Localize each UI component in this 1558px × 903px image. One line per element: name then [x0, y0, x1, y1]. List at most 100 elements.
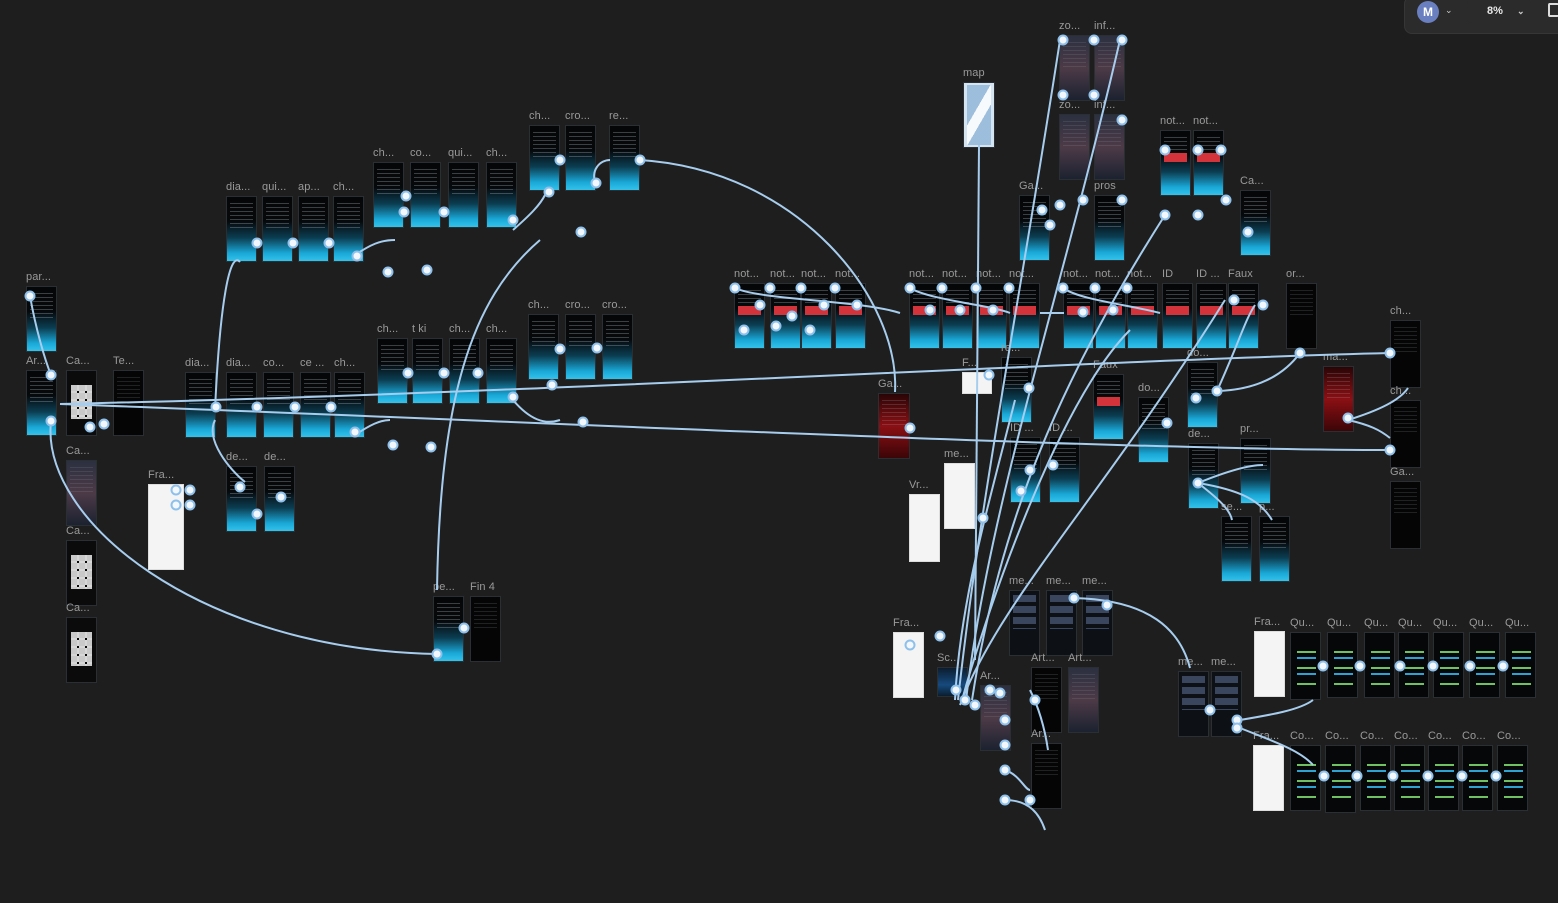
- connection-handle[interactable]: [1025, 465, 1036, 476]
- connection-handle[interactable]: [1078, 307, 1089, 318]
- connection-handle[interactable]: [937, 283, 948, 294]
- connection-handle[interactable]: [984, 370, 995, 381]
- connection-handle[interactable]: [970, 700, 981, 711]
- connection-handle[interactable]: [326, 402, 337, 413]
- connection-handle[interactable]: [1025, 795, 1036, 806]
- chevron-down-icon[interactable]: ⌄: [1445, 5, 1453, 16]
- connection-handle[interactable]: [1193, 210, 1204, 221]
- connection-handle[interactable]: [1193, 145, 1204, 156]
- connection-handle[interactable]: [805, 325, 816, 336]
- connection-handle[interactable]: [1498, 661, 1509, 672]
- connection-handle[interactable]: [1089, 35, 1100, 46]
- connection-handle[interactable]: [1058, 35, 1069, 46]
- connection-handle[interactable]: [1162, 418, 1173, 429]
- connection-handle[interactable]: [211, 402, 222, 413]
- connection-handle[interactable]: [787, 311, 798, 322]
- connection-handle[interactable]: [508, 215, 519, 226]
- connection-handle[interactable]: [1295, 348, 1306, 359]
- connection-handle[interactable]: [1232, 723, 1243, 734]
- connection-handle[interactable]: [1089, 90, 1100, 101]
- connection-handle[interactable]: [1423, 771, 1434, 782]
- connection-handle[interactable]: [819, 300, 830, 311]
- connection-handle[interactable]: [1243, 227, 1254, 238]
- connection-handle[interactable]: [422, 265, 433, 276]
- connection-handle[interactable]: [592, 343, 603, 354]
- connection-handle[interactable]: [1045, 220, 1056, 231]
- connection-handle[interactable]: [925, 305, 936, 316]
- connection-handle[interactable]: [591, 178, 602, 189]
- connection-handle[interactable]: [544, 187, 555, 198]
- connection-handle[interactable]: [1491, 771, 1502, 782]
- connection-handle[interactable]: [1078, 195, 1089, 206]
- connection-handle[interactable]: [432, 649, 443, 660]
- connection-handle[interactable]: [730, 283, 741, 294]
- connection-handle[interactable]: [1318, 661, 1329, 672]
- connection-handle[interactable]: [771, 321, 782, 332]
- connection-handle[interactable]: [1160, 145, 1171, 156]
- connection-handle[interactable]: [1205, 705, 1216, 716]
- connection-handle[interactable]: [1000, 740, 1011, 751]
- connection-handle[interactable]: [1465, 661, 1476, 672]
- connection-handle[interactable]: [276, 492, 287, 503]
- connection-handle[interactable]: [1055, 200, 1066, 211]
- connection-handle[interactable]: [905, 640, 916, 651]
- connection-handle[interactable]: [1048, 460, 1059, 471]
- connection-handle[interactable]: [171, 500, 182, 511]
- connection-handle[interactable]: [352, 251, 363, 262]
- connection-handle[interactable]: [99, 419, 110, 430]
- connection-handle[interactable]: [1016, 486, 1027, 497]
- connection-handle[interactable]: [383, 267, 394, 278]
- connection-handle[interactable]: [439, 207, 450, 218]
- connection-handle[interactable]: [978, 513, 989, 524]
- connection-handle[interactable]: [852, 300, 863, 311]
- connection-handle[interactable]: [547, 380, 558, 391]
- connection-handle[interactable]: [1024, 383, 1035, 394]
- connection-handle[interactable]: [1117, 115, 1128, 126]
- connection-handle[interactable]: [1395, 661, 1406, 672]
- connection-handle[interactable]: [185, 485, 196, 496]
- connection-handle[interactable]: [765, 283, 776, 294]
- connection-handle[interactable]: [1352, 771, 1363, 782]
- connection-handle[interactable]: [1117, 35, 1128, 46]
- connection-handle[interactable]: [739, 325, 750, 336]
- user-avatar[interactable]: M: [1417, 1, 1439, 23]
- connection-handle[interactable]: [988, 305, 999, 316]
- connection-handle[interactable]: [1388, 771, 1399, 782]
- connection-handle[interactable]: [1069, 593, 1080, 604]
- present-icon[interactable]: [1548, 3, 1558, 17]
- connection-handle[interactable]: [1457, 771, 1468, 782]
- connection-handle[interactable]: [1385, 348, 1396, 359]
- connection-handle[interactable]: [171, 485, 182, 496]
- connection-handle[interactable]: [1102, 600, 1113, 611]
- connection-handle[interactable]: [426, 442, 437, 453]
- connection-handle[interactable]: [290, 402, 301, 413]
- connection-handle[interactable]: [1216, 145, 1227, 156]
- connection-handle[interactable]: [324, 238, 335, 249]
- connection-handle[interactable]: [403, 368, 414, 379]
- connection-handle[interactable]: [955, 305, 966, 316]
- connection-handle[interactable]: [25, 291, 36, 302]
- connection-handle[interactable]: [830, 283, 841, 294]
- connection-handle[interactable]: [288, 238, 299, 249]
- connection-handle[interactable]: [1428, 661, 1439, 672]
- connection-handle[interactable]: [995, 688, 1006, 699]
- connection-handle[interactable]: [1004, 283, 1015, 294]
- connection-handle[interactable]: [252, 402, 263, 413]
- connection-handle[interactable]: [1000, 715, 1011, 726]
- connection-handle[interactable]: [1160, 210, 1171, 221]
- connection-handle[interactable]: [796, 283, 807, 294]
- connection-handle[interactable]: [473, 368, 484, 379]
- connection-handle[interactable]: [1385, 445, 1396, 456]
- connection-handle[interactable]: [1108, 305, 1119, 316]
- connection-handle[interactable]: [459, 623, 470, 634]
- connection-handle[interactable]: [1030, 695, 1041, 706]
- connection-handle[interactable]: [388, 440, 399, 451]
- connection-handle[interactable]: [1191, 393, 1202, 404]
- connection-handle[interactable]: [1058, 90, 1069, 101]
- connection-handle[interactable]: [905, 283, 916, 294]
- connection-handle[interactable]: [578, 417, 589, 428]
- connection-handle[interactable]: [755, 300, 766, 311]
- connection-handle[interactable]: [1000, 765, 1011, 776]
- connection-handle[interactable]: [185, 500, 196, 511]
